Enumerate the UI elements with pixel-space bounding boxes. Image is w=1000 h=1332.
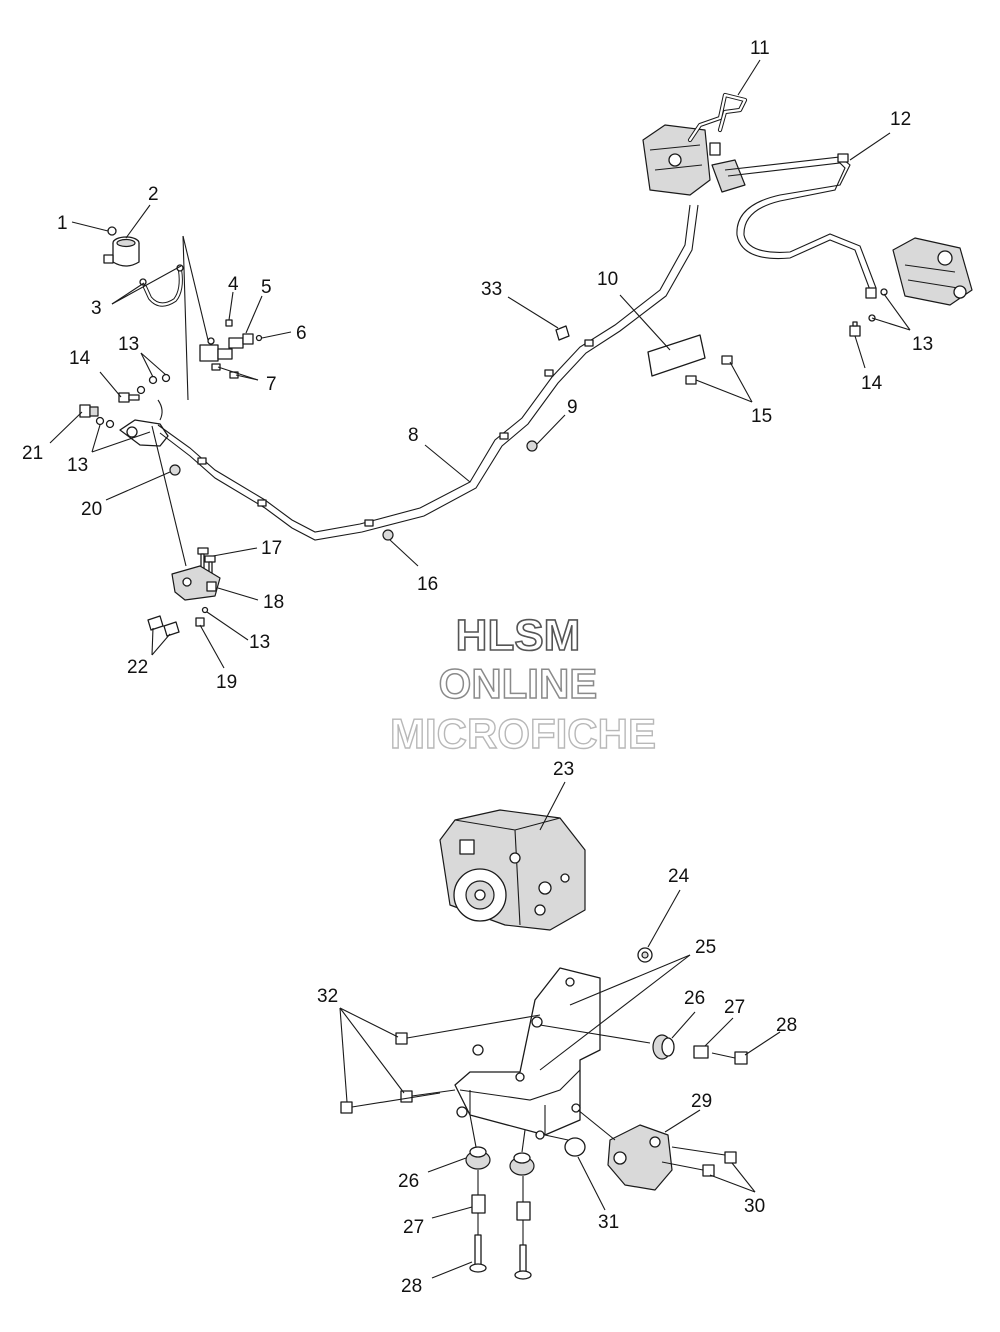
- callout-31: 31: [598, 1212, 619, 1233]
- master-cylinder: [119, 399, 169, 447]
- part-4-clip: [225, 319, 233, 327]
- callout-32: 32: [317, 986, 338, 1007]
- watermark-line1: HLSM: [456, 611, 581, 660]
- callout-3: 3: [91, 298, 102, 319]
- callout-13-bracket: 13: [249, 632, 270, 653]
- callout-labels: 1 2 3 4 5 6 7 13 14 21 13 20 8 9 16 17 1…: [22, 38, 933, 1297]
- abs-modulator-upper: [642, 124, 746, 196]
- part-12-front-hose: [724, 153, 877, 299]
- callout-6: 6: [296, 323, 307, 344]
- part-11-steel-line: [687, 92, 748, 156]
- part-1-cap: [107, 226, 117, 236]
- part-22-clips: [147, 615, 180, 637]
- part-6-washer: [255, 334, 263, 342]
- callout-7: 7: [266, 374, 277, 395]
- callout-5: 5: [261, 277, 272, 298]
- part-19-screw: [195, 617, 205, 627]
- callout-22: 22: [127, 657, 148, 678]
- part-2-reservoir: [103, 236, 140, 267]
- callout-28-upper: 28: [776, 1015, 797, 1036]
- callout-20: 20: [81, 499, 102, 520]
- part-13-washer: [105, 419, 115, 429]
- callout-14-master: 14: [69, 348, 91, 369]
- leader-lines-lower: [339, 781, 781, 1279]
- watermark: HLSM ONLINE MICROFICHE: [389, 610, 656, 758]
- part-18-bracket: [171, 565, 221, 601]
- part-25-mount-bracket: [454, 967, 601, 1140]
- part-13-washer: [161, 373, 171, 383]
- part-3-reservoir-hose: [139, 264, 184, 307]
- part-13-washer: [95, 416, 105, 426]
- callout-10: 10: [597, 269, 618, 290]
- callout-2: 2: [148, 184, 159, 205]
- part-9-nut: [526, 440, 538, 452]
- callout-27-upper: 27: [724, 997, 745, 1018]
- leader-lines-upper: [49, 59, 911, 669]
- callout-14-caliper: 14: [861, 373, 883, 394]
- callout-9: 9: [567, 397, 578, 418]
- part-17-bolts: [197, 547, 216, 577]
- junction-block: [199, 337, 233, 362]
- part-13-washer: [201, 606, 209, 614]
- part-21-switch: [79, 404, 99, 418]
- callout-11: 11: [750, 38, 770, 59]
- part-33-clip: [555, 325, 570, 341]
- callout-4: 4: [228, 274, 239, 295]
- part-31-cap: [564, 1137, 586, 1157]
- part-10-bracket: [647, 334, 706, 377]
- part-28-bolts-lower: [469, 1234, 532, 1280]
- callout-17: 17: [261, 538, 282, 559]
- callout-13-master: 13: [118, 334, 139, 355]
- part-20-nut: [169, 464, 181, 476]
- callout-15: 15: [751, 406, 772, 427]
- callout-18: 18: [263, 592, 284, 613]
- part-32-bolts: [340, 1014, 541, 1114]
- front-brake-caliper: [892, 237, 973, 306]
- watermark-line2: ONLINE: [439, 660, 598, 707]
- callout-1: 1: [57, 213, 68, 234]
- callout-16: 16: [417, 574, 438, 595]
- callout-25: 25: [695, 937, 716, 958]
- callout-23: 23: [553, 759, 574, 780]
- part-5-fitting: [228, 333, 254, 349]
- part-14-banjo-bolt: [849, 321, 861, 337]
- callout-26-lower: 26: [398, 1171, 419, 1192]
- callout-28-lower: 28: [401, 1276, 422, 1297]
- part-14-banjo-bolt: [118, 392, 140, 403]
- part-27-collar: [693, 1045, 709, 1059]
- part-27-collars-lower: [471, 1194, 531, 1221]
- callout-13-switch: 13: [67, 455, 88, 476]
- callout-24: 24: [668, 866, 690, 887]
- part-23-abs-modulator: [439, 809, 586, 931]
- callout-8: 8: [408, 425, 419, 446]
- part-26-grommets-lower: [465, 1146, 535, 1176]
- watermark-line3: MICROFICHE: [390, 710, 656, 757]
- abs-mount-assembly: [339, 781, 781, 1280]
- callout-21: 21: [22, 443, 43, 464]
- callout-19: 19: [216, 672, 237, 693]
- callout-29: 29: [691, 1091, 712, 1112]
- callout-30: 30: [744, 1196, 765, 1217]
- brake-line-assembly: [49, 59, 973, 669]
- part-24-bolt: [637, 947, 653, 963]
- part-28-bolt: [711, 1051, 748, 1065]
- callout-12: 12: [890, 109, 911, 130]
- part-13-washer: [148, 375, 158, 385]
- part-30-bolts: [661, 1146, 737, 1177]
- part-13-washer: [880, 288, 888, 296]
- callout-26-upper: 26: [684, 988, 705, 1009]
- callout-27-lower: 27: [403, 1217, 424, 1238]
- part-16-nut: [382, 529, 394, 541]
- part-29-side-bracket: [607, 1124, 673, 1191]
- part-7-bolts: [211, 363, 239, 379]
- part-26-grommet: [652, 1034, 675, 1060]
- callout-13-caliper: 13: [912, 334, 933, 355]
- part-13-washer: [136, 385, 146, 395]
- callout-33: 33: [481, 279, 502, 300]
- part-8-brake-line: [157, 204, 699, 541]
